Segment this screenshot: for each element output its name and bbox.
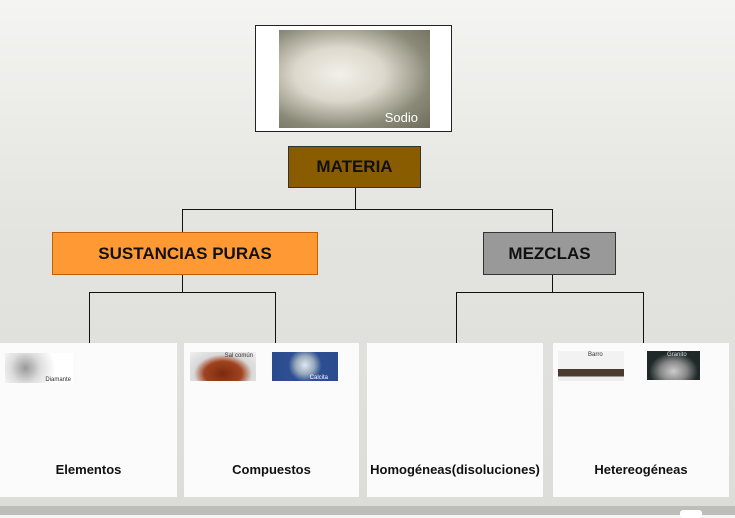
connector [355,188,356,209]
mud-image: Barro [558,351,624,381]
node-sustancias-puras: SUSTANCIAS PURAS [52,232,318,275]
connector [456,292,457,343]
sodium-photo-frame: Sodio [255,25,452,132]
bottom-bar [0,506,735,515]
connector [552,275,553,292]
panel-label: Elementos [55,462,122,477]
sodium-photo: Sodio [279,30,430,128]
connector [89,292,90,343]
salt-image: Sal común [190,352,256,381]
corner-button[interactable] [680,510,702,518]
connector [89,292,276,293]
connector [182,209,553,210]
panel-label: Compuestos [232,462,311,477]
connector [456,292,644,293]
panel-label: Homogéneas(disoluciones) [370,462,540,477]
panel-homogeneas: Homogéneas(disoluciones) [367,343,543,497]
panel-hetereogeneas: Barro Granito Hetereogéneas [553,343,729,497]
panel-compuestos: Sal común Calcita Compuestos [184,343,359,497]
diamond-image: Diamante [5,353,73,383]
calcite-image: Calcita [272,352,338,381]
node-mezclas: MEZCLAS [483,232,616,275]
granite-image: Granito [647,351,700,380]
connector [552,209,553,232]
connector [182,209,183,232]
panel-elementos: Diamante Elementos [0,343,177,497]
connector [182,275,183,292]
connector [275,292,276,343]
connector [643,292,644,343]
node-materia: MATERIA [288,146,421,188]
panel-label: Hetereogéneas [594,462,688,477]
sodium-caption: Sodio [384,110,418,125]
